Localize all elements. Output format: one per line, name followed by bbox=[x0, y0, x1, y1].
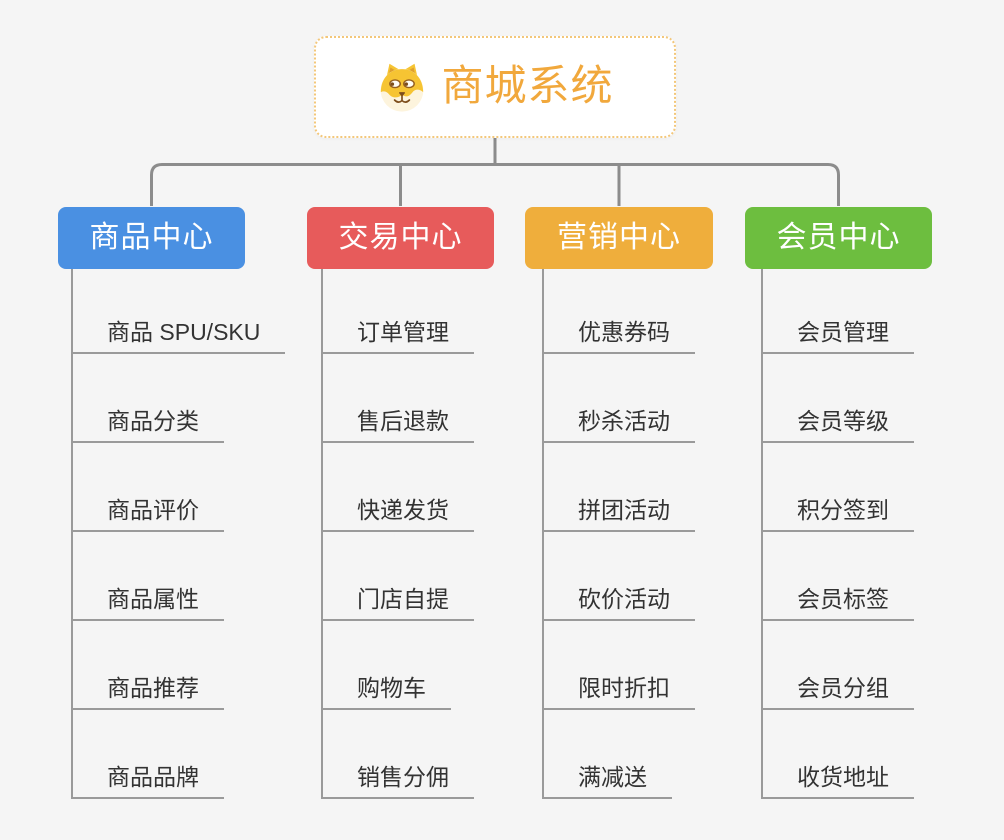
subtopic-row: 会员标签 bbox=[763, 532, 914, 621]
subtopic-item[interactable]: 门店自提 bbox=[323, 586, 474, 621]
subtopic-item[interactable]: 商品属性 bbox=[73, 586, 224, 621]
subtopic-row: 会员等级 bbox=[763, 354, 914, 443]
branch-box-marketing-center[interactable]: 营销中心 bbox=[525, 207, 713, 269]
subtopic-row: 会员分组 bbox=[763, 621, 914, 710]
subtopic-row: 商品品牌 bbox=[73, 710, 285, 799]
subtopic-item[interactable]: 订单管理 bbox=[323, 319, 474, 354]
subtopic-item[interactable]: 会员等级 bbox=[763, 408, 914, 443]
subtopic-row: 秒杀活动 bbox=[544, 354, 695, 443]
subtopic-row: 快递发货 bbox=[323, 443, 474, 532]
branch-box-trade-center[interactable]: 交易中心 bbox=[307, 207, 494, 269]
subtopic-row: 积分签到 bbox=[763, 443, 914, 532]
subtopic-item[interactable]: 售后退款 bbox=[323, 408, 474, 443]
branch-box-product-center[interactable]: 商品中心 bbox=[58, 207, 245, 269]
subtopic-row: 砍价活动 bbox=[544, 532, 695, 621]
branch-box-member-center[interactable]: 会员中心 bbox=[745, 207, 932, 269]
branch-label: 会员中心 bbox=[776, 221, 901, 254]
root-title: 商城系统 bbox=[441, 62, 614, 109]
branch-label: 商品中心 bbox=[89, 221, 214, 254]
subtopic-item[interactable]: 会员标签 bbox=[763, 586, 914, 621]
branch-label: 营销中心 bbox=[557, 221, 681, 254]
subtopic-item[interactable]: 商品评价 bbox=[73, 497, 224, 532]
subtopic-row: 商品推荐 bbox=[73, 621, 285, 710]
subtopic-item[interactable]: 积分签到 bbox=[763, 497, 914, 532]
product-center-children: 商品 SPU/SKU 商品分类 商品评价 商品属性 商品推荐 商品品牌 bbox=[71, 269, 286, 799]
subtopic-row: 商品 SPU/SKU bbox=[73, 269, 286, 354]
subtopic-item[interactable]: 销售分佣 bbox=[323, 764, 474, 799]
subtopic-item[interactable]: 限时折扣 bbox=[544, 675, 695, 710]
subtopic-item[interactable]: 会员管理 bbox=[763, 319, 914, 354]
subtopic-item[interactable]: 砍价活动 bbox=[544, 586, 695, 621]
subtopic-row: 优惠券码 bbox=[544, 269, 695, 354]
subtopic-row: 收货地址 bbox=[763, 710, 914, 799]
subtopic-item[interactable]: 商品分类 bbox=[73, 408, 224, 443]
shiba-dog-icon bbox=[376, 61, 428, 113]
subtopic-item[interactable]: 商品品牌 bbox=[73, 764, 224, 799]
subtopic-row: 售后退款 bbox=[323, 354, 474, 443]
subtopic-row: 购物车 bbox=[323, 621, 474, 710]
subtopic-item[interactable]: 会员分组 bbox=[763, 675, 914, 710]
subtopic-item[interactable]: 购物车 bbox=[323, 675, 451, 710]
subtopic-row: 订单管理 bbox=[323, 269, 474, 354]
root-node[interactable]: 商城系统 bbox=[314, 36, 676, 138]
subtopic-row: 会员管理 bbox=[763, 269, 914, 354]
subtopic-item[interactable]: 拼团活动 bbox=[544, 497, 695, 532]
branch-bus-connector bbox=[150, 163, 840, 206]
subtopic-item[interactable]: 秒杀活动 bbox=[544, 408, 695, 443]
member-center-children: 会员管理 会员等级 积分签到 会员标签 会员分组 收货地址 bbox=[761, 269, 914, 799]
subtopic-row: 满减送 bbox=[544, 710, 695, 799]
subtopic-row: 拼团活动 bbox=[544, 443, 695, 532]
subtopic-row: 商品属性 bbox=[73, 532, 285, 621]
subtopic-row: 销售分佣 bbox=[323, 710, 474, 799]
marketing-center-children: 优惠券码 秒杀活动 拼团活动 砍价活动 限时折扣 满减送 bbox=[542, 269, 695, 799]
subtopic-row: 商品分类 bbox=[73, 354, 285, 443]
subtopic-item[interactable]: 优惠券码 bbox=[544, 319, 695, 354]
subtopic-item[interactable]: 商品 SPU/SKU bbox=[73, 319, 286, 354]
subtopic-item[interactable]: 满减送 bbox=[544, 764, 672, 799]
subtopic-item[interactable]: 快递发货 bbox=[323, 497, 474, 532]
subtopic-row: 门店自提 bbox=[323, 532, 474, 621]
subtopic-item[interactable]: 收货地址 bbox=[763, 764, 914, 799]
subtopic-row: 商品评价 bbox=[73, 443, 285, 532]
subtopic-item[interactable]: 商品推荐 bbox=[73, 675, 224, 710]
branch-label: 交易中心 bbox=[338, 221, 463, 254]
trade-center-children: 订单管理 售后退款 快递发货 门店自提 购物车 销售分佣 bbox=[321, 269, 474, 799]
subtopic-row: 限时折扣 bbox=[544, 621, 695, 710]
